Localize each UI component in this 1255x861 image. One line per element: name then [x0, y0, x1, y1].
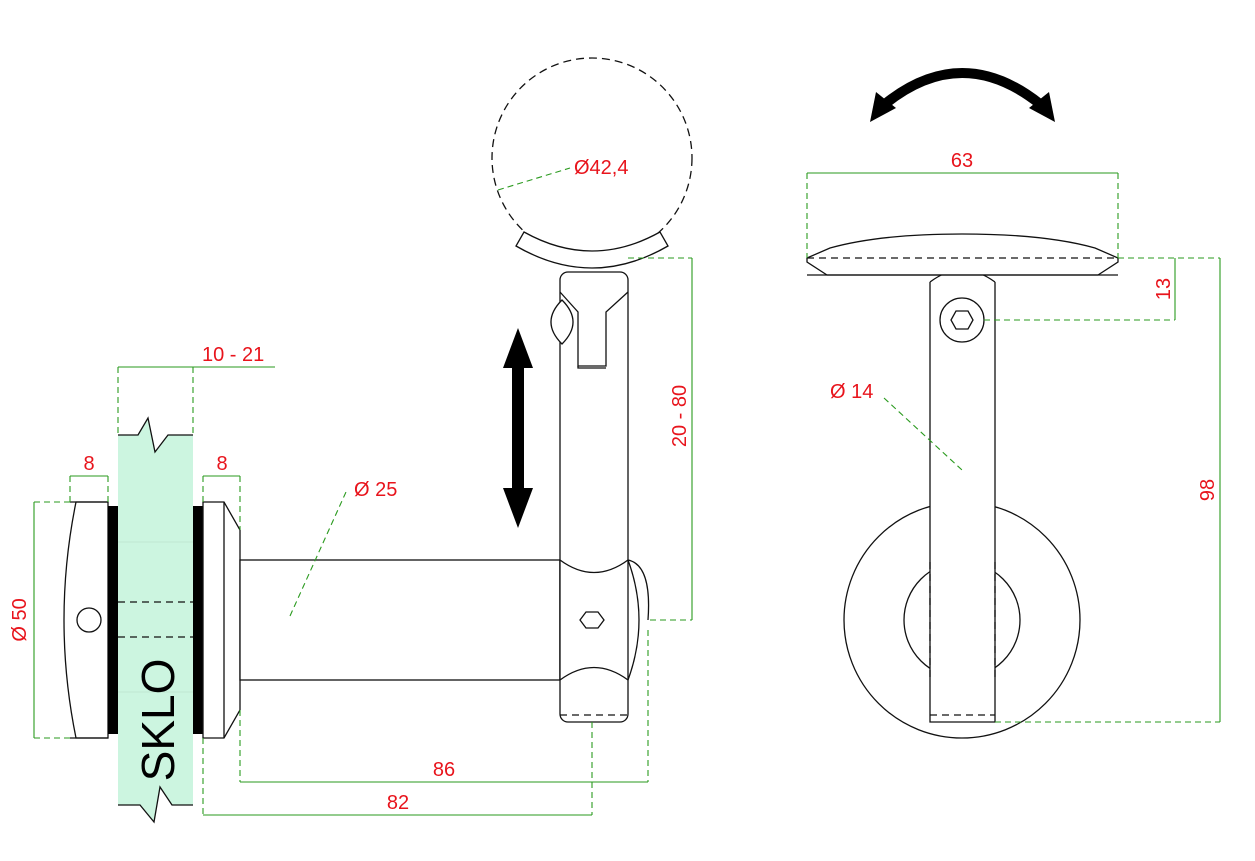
glass-panel: SKLO	[118, 416, 193, 824]
stem-diameter-label: Ø 14	[830, 381, 873, 403]
vertical-stem	[550, 271, 650, 723]
rail-section	[491, 57, 693, 269]
saddle-height-label: 13	[1153, 278, 1175, 300]
glass-label: SKLO	[132, 659, 184, 782]
dimension-lines	[33, 167, 1221, 816]
arm-diameter-label: Ø 25	[354, 479, 397, 501]
flange-diameter-label: Ø 50	[9, 598, 31, 641]
dimension-labels: Ø42,4 10 - 21 8 8 Ø 25 20 - 80 Ø 50 86 8…	[9, 150, 1219, 814]
washer-left-label: 8	[83, 453, 94, 475]
glass-thickness-label: 10 - 21	[202, 344, 264, 366]
clamp-left	[63, 501, 118, 739]
length-inner-label: 82	[387, 792, 409, 814]
front-view	[806, 68, 1119, 739]
vertical-double-arrow-icon	[503, 328, 533, 528]
height-adjust-label: 20 - 80	[669, 385, 691, 447]
rail-diameter-label: Ø42,4	[574, 157, 628, 179]
length-outer-label: 86	[433, 759, 455, 781]
saddle-width-label: 63	[951, 150, 973, 172]
clamp-right	[193, 501, 241, 739]
total-height-label: 98	[1197, 479, 1219, 501]
washer-right-label: 8	[216, 453, 227, 475]
arm	[239, 559, 561, 681]
curved-double-arrow-icon	[870, 68, 1055, 122]
